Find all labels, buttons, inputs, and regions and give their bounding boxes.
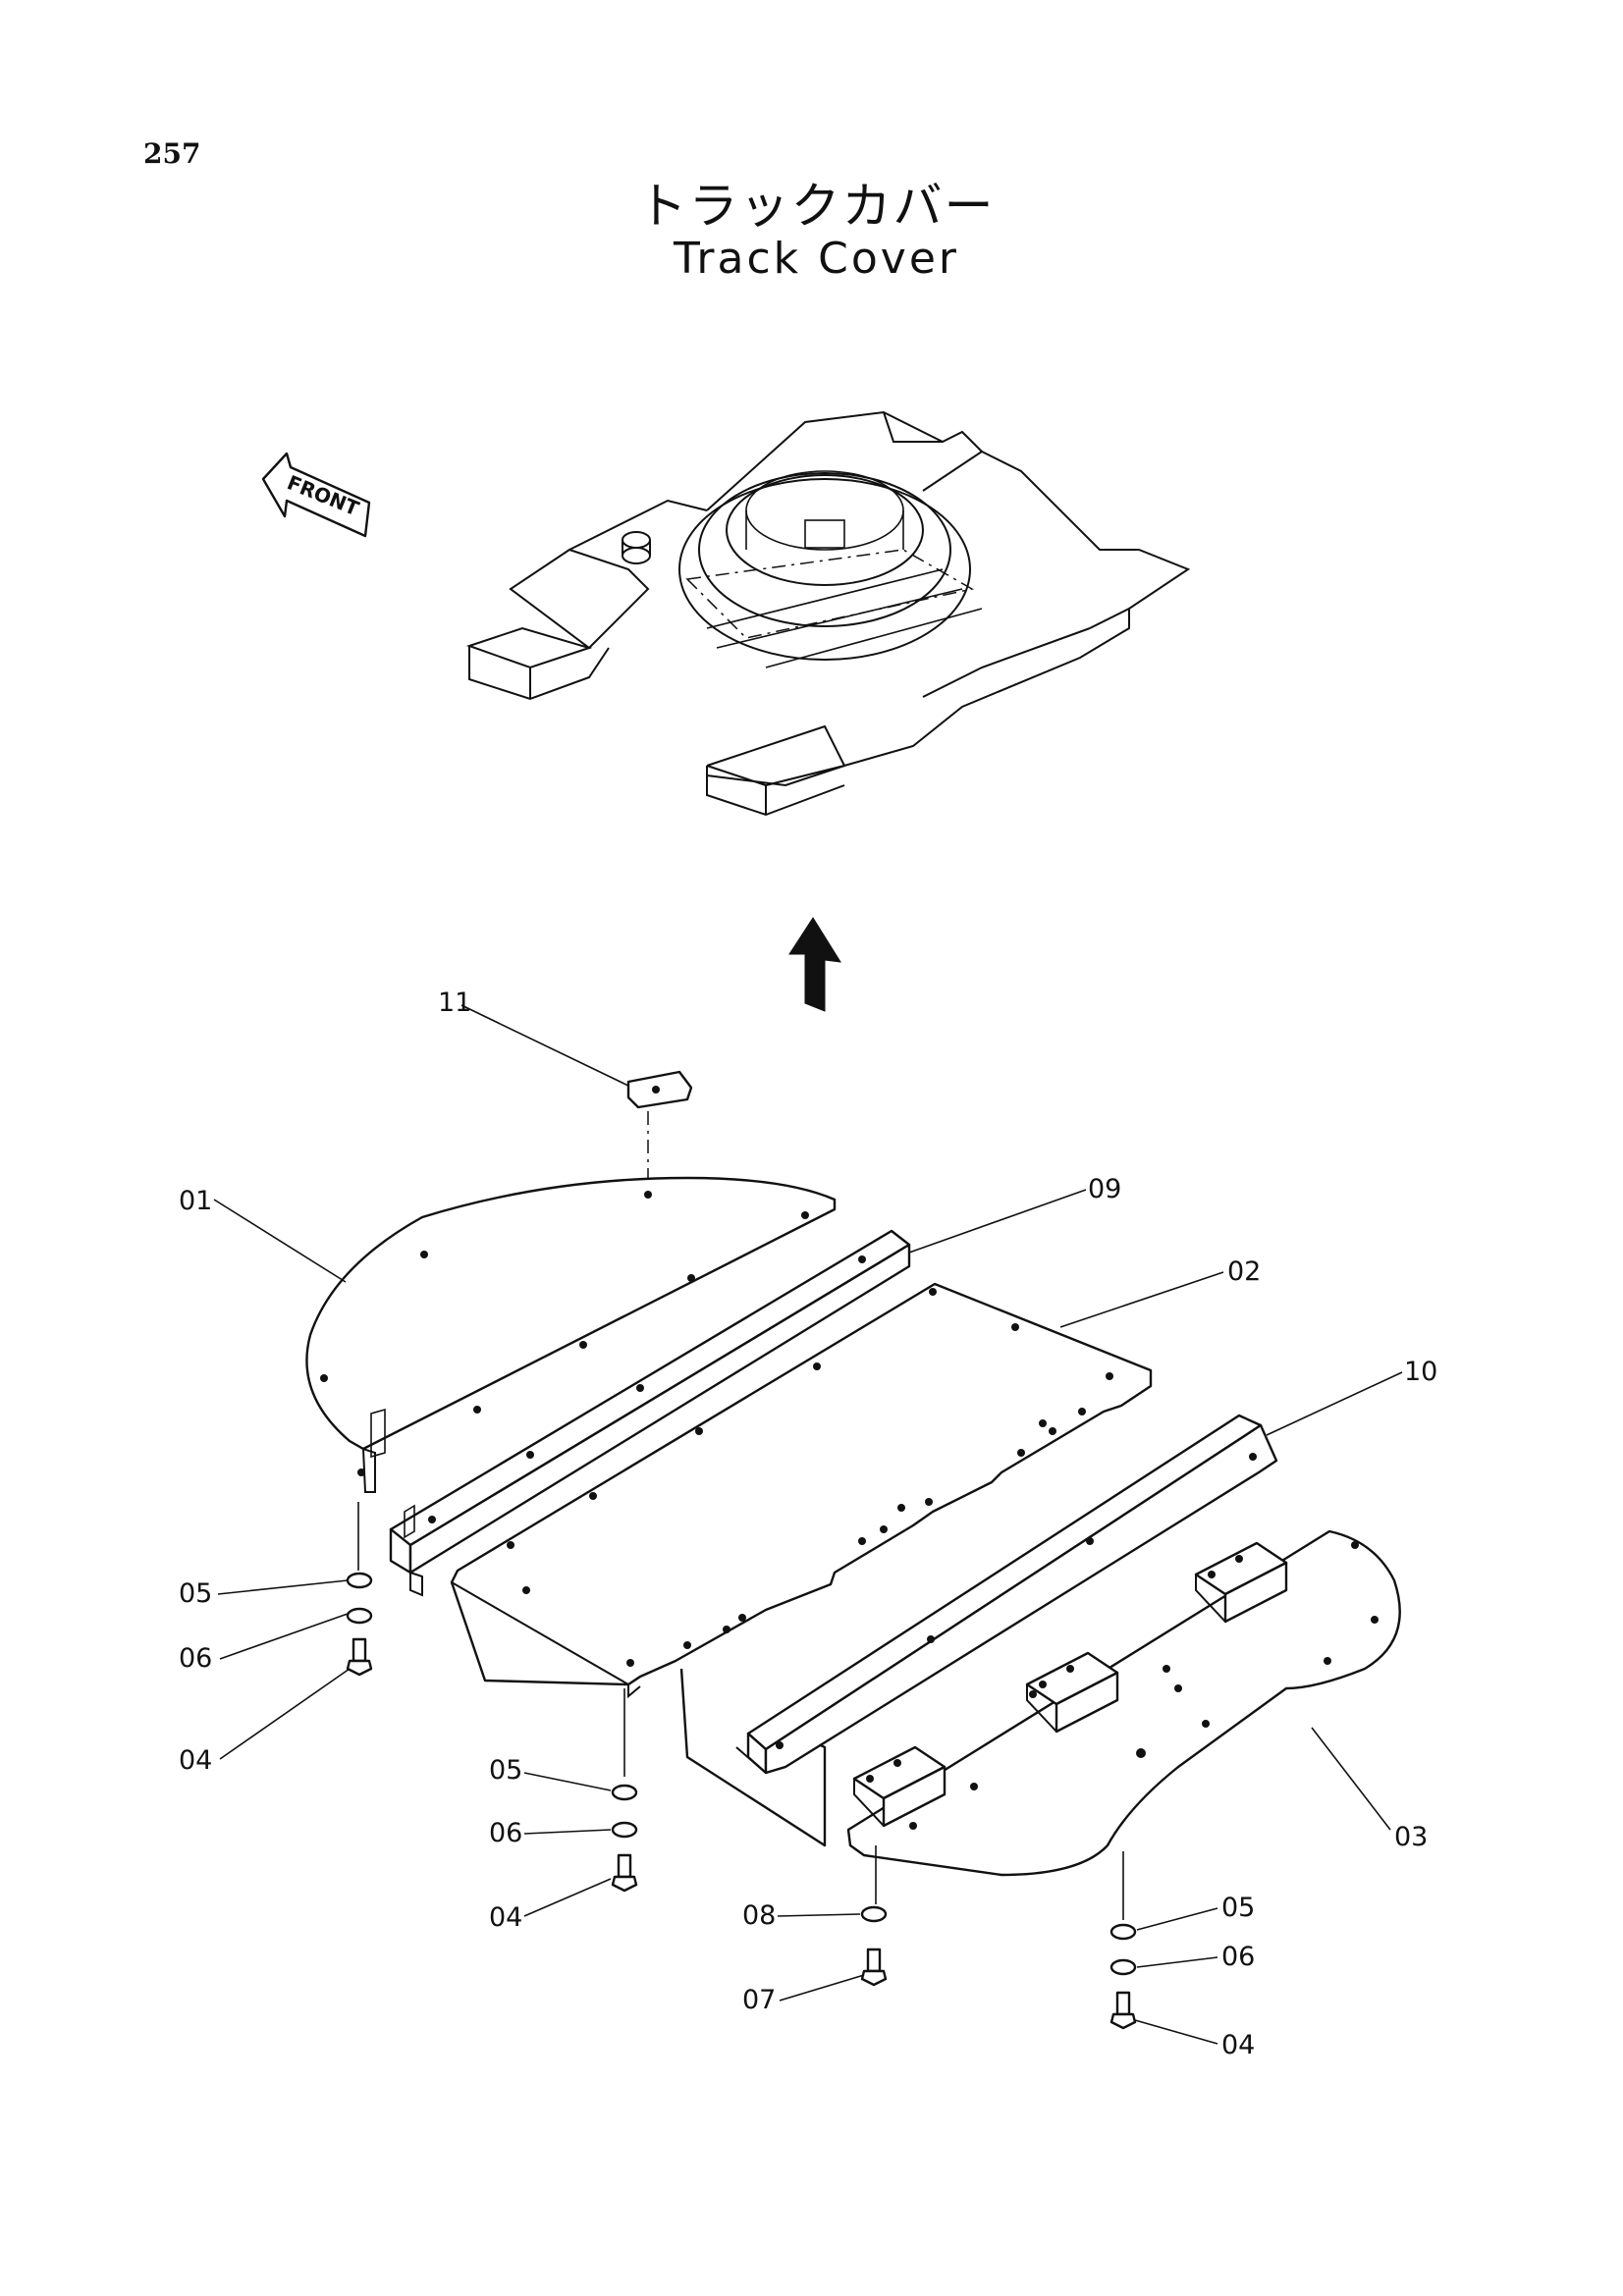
- fastener-stack-left: [346, 1502, 373, 1677]
- callout-10: 10: [1404, 1357, 1437, 1387]
- callout-06-right: 06: [1221, 1942, 1255, 1972]
- part-10-right-rail: [735, 1414, 1278, 1775]
- fastener-stack-hinge: [860, 1845, 888, 1987]
- title-english: Track Cover: [674, 234, 959, 284]
- callout-05-left: 05: [179, 1578, 212, 1609]
- callout-05-center: 05: [489, 1755, 522, 1786]
- hinge-2: [1025, 1651, 1119, 1734]
- callout-labels: 11 01 09 02 10 03 05 06 04 05 06 04 08 0…: [179, 988, 1437, 2060]
- part-11-cover-cap: [626, 1070, 693, 1190]
- callout-05-right: 05: [1221, 1893, 1255, 1923]
- hinge-3: [852, 1745, 947, 1828]
- page-number: 257: [143, 137, 201, 170]
- callout-04-right: 04: [1221, 2030, 1255, 2060]
- leader-lines: [213, 1004, 1403, 2045]
- callout-04-left: 04: [179, 1745, 212, 1776]
- callout-09: 09: [1088, 1174, 1121, 1204]
- callout-08: 08: [742, 1900, 776, 1931]
- hinge-1: [1194, 1541, 1288, 1624]
- callout-01: 01: [179, 1186, 212, 1216]
- callout-04-center: 04: [489, 1902, 522, 1933]
- part-09-left-rail: [389, 1229, 911, 1597]
- title-japanese: トラックカバー: [637, 178, 996, 235]
- callout-02: 02: [1227, 1256, 1261, 1287]
- front-arrow-icon: FRONT: [261, 452, 371, 538]
- assembly-arrow-icon: [788, 917, 841, 1012]
- fastener-stack-center: [611, 1688, 638, 1893]
- callout-06-left: 06: [179, 1643, 212, 1674]
- track-frame-assembly: [465, 410, 1191, 817]
- callout-07: 07: [742, 1985, 776, 2015]
- callout-03: 03: [1394, 1822, 1428, 1852]
- callout-11: 11: [438, 988, 471, 1018]
- part-03-right-cover: [846, 1529, 1401, 1877]
- callout-06-center: 06: [489, 1818, 522, 1848]
- part-01-left-cover: [305, 1176, 837, 1493]
- fastener-stack-right: [1109, 1851, 1137, 2030]
